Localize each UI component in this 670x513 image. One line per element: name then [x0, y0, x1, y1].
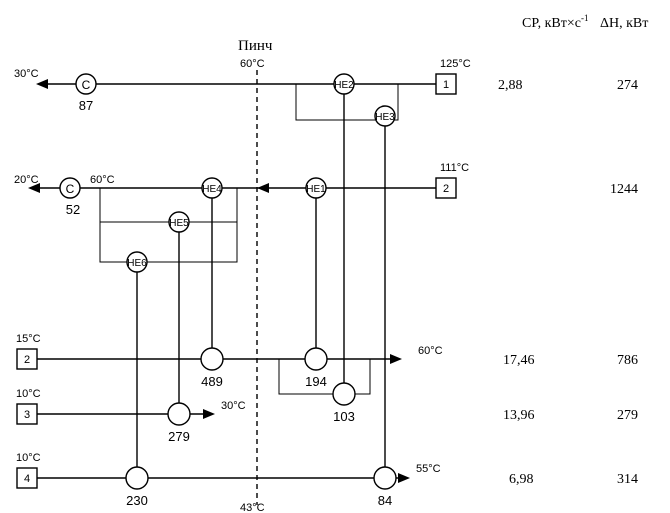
cold-stream-2-dh: 786 [617, 353, 638, 368]
cold-stream-4-id: 4 [24, 473, 30, 485]
pinch-top-temp: 60°C [240, 58, 265, 70]
cold-stream-4: 4 10°C 55°C 6,98 314 [16, 452, 638, 489]
hot-stream-1-dh: 274 [617, 78, 638, 93]
he3-cold-circle [373, 466, 397, 490]
cold-stream-2-id: 2 [24, 354, 30, 366]
cold-stream-2-cp: 17,46 [503, 353, 535, 368]
he2-cold: 103 [332, 382, 356, 424]
he2-hot: HE2 [333, 73, 355, 95]
he2-duty: 103 [333, 409, 355, 424]
hot-stream-2-mid-temp: 60°C [90, 174, 115, 186]
he3-hot: HE3 [374, 105, 396, 127]
cooler-2-duty: 52 [66, 202, 80, 217]
cold-stream-3-id: 3 [24, 409, 30, 421]
hot-stream-1-split-loop [295, 84, 399, 121]
he6-hot-circle [126, 251, 148, 273]
he5-cold-circle [167, 402, 191, 426]
cold-stream-3-arrowhead [203, 409, 215, 419]
he6-cold-circle [125, 466, 149, 490]
he1-hot: HE1 [305, 177, 327, 199]
pinch-label: Пинч [238, 38, 273, 54]
he2-hot-circle [333, 73, 355, 95]
hot-stream-2-dh: 1244 [610, 182, 638, 197]
cooler-1-circle [75, 73, 97, 95]
he4-label: HE4 [202, 184, 222, 195]
hot-stream-2-pinch-arrow [257, 183, 269, 193]
hot-stream-2-box [435, 177, 457, 199]
hot-stream-2-id: 2 [443, 183, 449, 195]
hot-stream-2: 20°C 60°C 2 111°C 1244 [14, 162, 638, 199]
hot-stream-1-supply-temp: 125°C [440, 58, 471, 70]
pinch-bottom-temp: 43°C [240, 502, 265, 513]
he4-cold: 489 [200, 347, 224, 389]
he4-hot-circle [201, 177, 223, 199]
he2-cold-circle [332, 382, 356, 406]
he4-hot: HE4 [201, 177, 223, 199]
he1-hot-circle [305, 177, 327, 199]
he1-cold: 194 [304, 347, 328, 389]
he6-label: HE6 [127, 258, 147, 269]
he3-duty: 84 [378, 493, 392, 508]
cold-stream-3-supply-temp: 10°C [16, 388, 41, 400]
cooler-2-circle [59, 177, 81, 199]
hot-stream-1-arrowhead [36, 79, 48, 89]
hot-stream-1-box [435, 73, 457, 95]
cold-stream-2-arrowhead [390, 354, 402, 364]
hot-stream-2-arrowhead [28, 183, 40, 193]
he5-duty: 279 [168, 429, 190, 444]
cold-stream-4-supply-temp: 10°C [16, 452, 41, 464]
cold-stream-4-cp: 6,98 [509, 472, 534, 487]
he1-cold-circle [304, 347, 328, 371]
cold-stream-3-cp: 13,96 [503, 408, 535, 423]
cp-header: CP, кВт×с-1 [522, 13, 588, 31]
he2-label: HE2 [334, 80, 354, 91]
cold-stream-2: 2 15°C 60°C 17,46 786 [16, 333, 638, 370]
he5-hot: HE5 [168, 211, 190, 233]
he5-cold: 279 [167, 402, 191, 444]
cooler-hot-1: C 87 [75, 73, 97, 113]
he3-hot-circle [374, 105, 396, 127]
he3-label: HE3 [375, 112, 395, 123]
he4-duty: 489 [201, 374, 223, 389]
he6-hot: HE6 [126, 251, 148, 273]
he1-label: HE1 [306, 184, 326, 195]
cold-stream-2-supply-temp: 15°C [16, 333, 41, 345]
dh-header: ΔH, кВт [600, 16, 648, 31]
he1-duty: 194 [305, 374, 327, 389]
cold-stream-3-target-temp: 30°C [221, 400, 246, 412]
cooler-hot-2: C 52 [59, 177, 81, 217]
cooler-1-duty: 87 [79, 98, 93, 113]
hot-stream-2-target-temp: 20°C [14, 174, 39, 186]
hot-stream-1-cp: 2,88 [498, 78, 523, 93]
he5-label: HE5 [169, 218, 189, 229]
cold-stream-4-dh: 314 [617, 472, 638, 487]
hot-stream-1-id: 1 [443, 79, 449, 91]
cooler-1-symbol: C [82, 78, 91, 92]
cold-stream-3: 3 10°C 30°C 13,96 279 [16, 388, 638, 425]
hot-stream-2-supply-temp: 111°C [440, 162, 469, 174]
he6-duty: 230 [126, 493, 148, 508]
cold-stream-2-split-loop [278, 359, 371, 395]
he6-cold: 230 [125, 466, 149, 508]
he3-cold: 84 [373, 466, 397, 508]
he4-cold-circle [200, 347, 224, 371]
hot-stream-2-split-loop-outer [99, 188, 238, 263]
cold-stream-4-arrowhead [398, 473, 410, 483]
cold-stream-2-target-temp: 60°C [418, 345, 443, 357]
hot-stream-1: 30°C 1 125°C 2,88 274 [14, 58, 638, 95]
hot-stream-1-target-temp: 30°C [14, 68, 39, 80]
cooler-2-symbol: C [66, 182, 75, 196]
cold-stream-3-dh: 279 [617, 408, 638, 423]
he5-hot-circle [168, 211, 190, 233]
cold-stream-4-target-temp: 55°C [416, 463, 441, 475]
